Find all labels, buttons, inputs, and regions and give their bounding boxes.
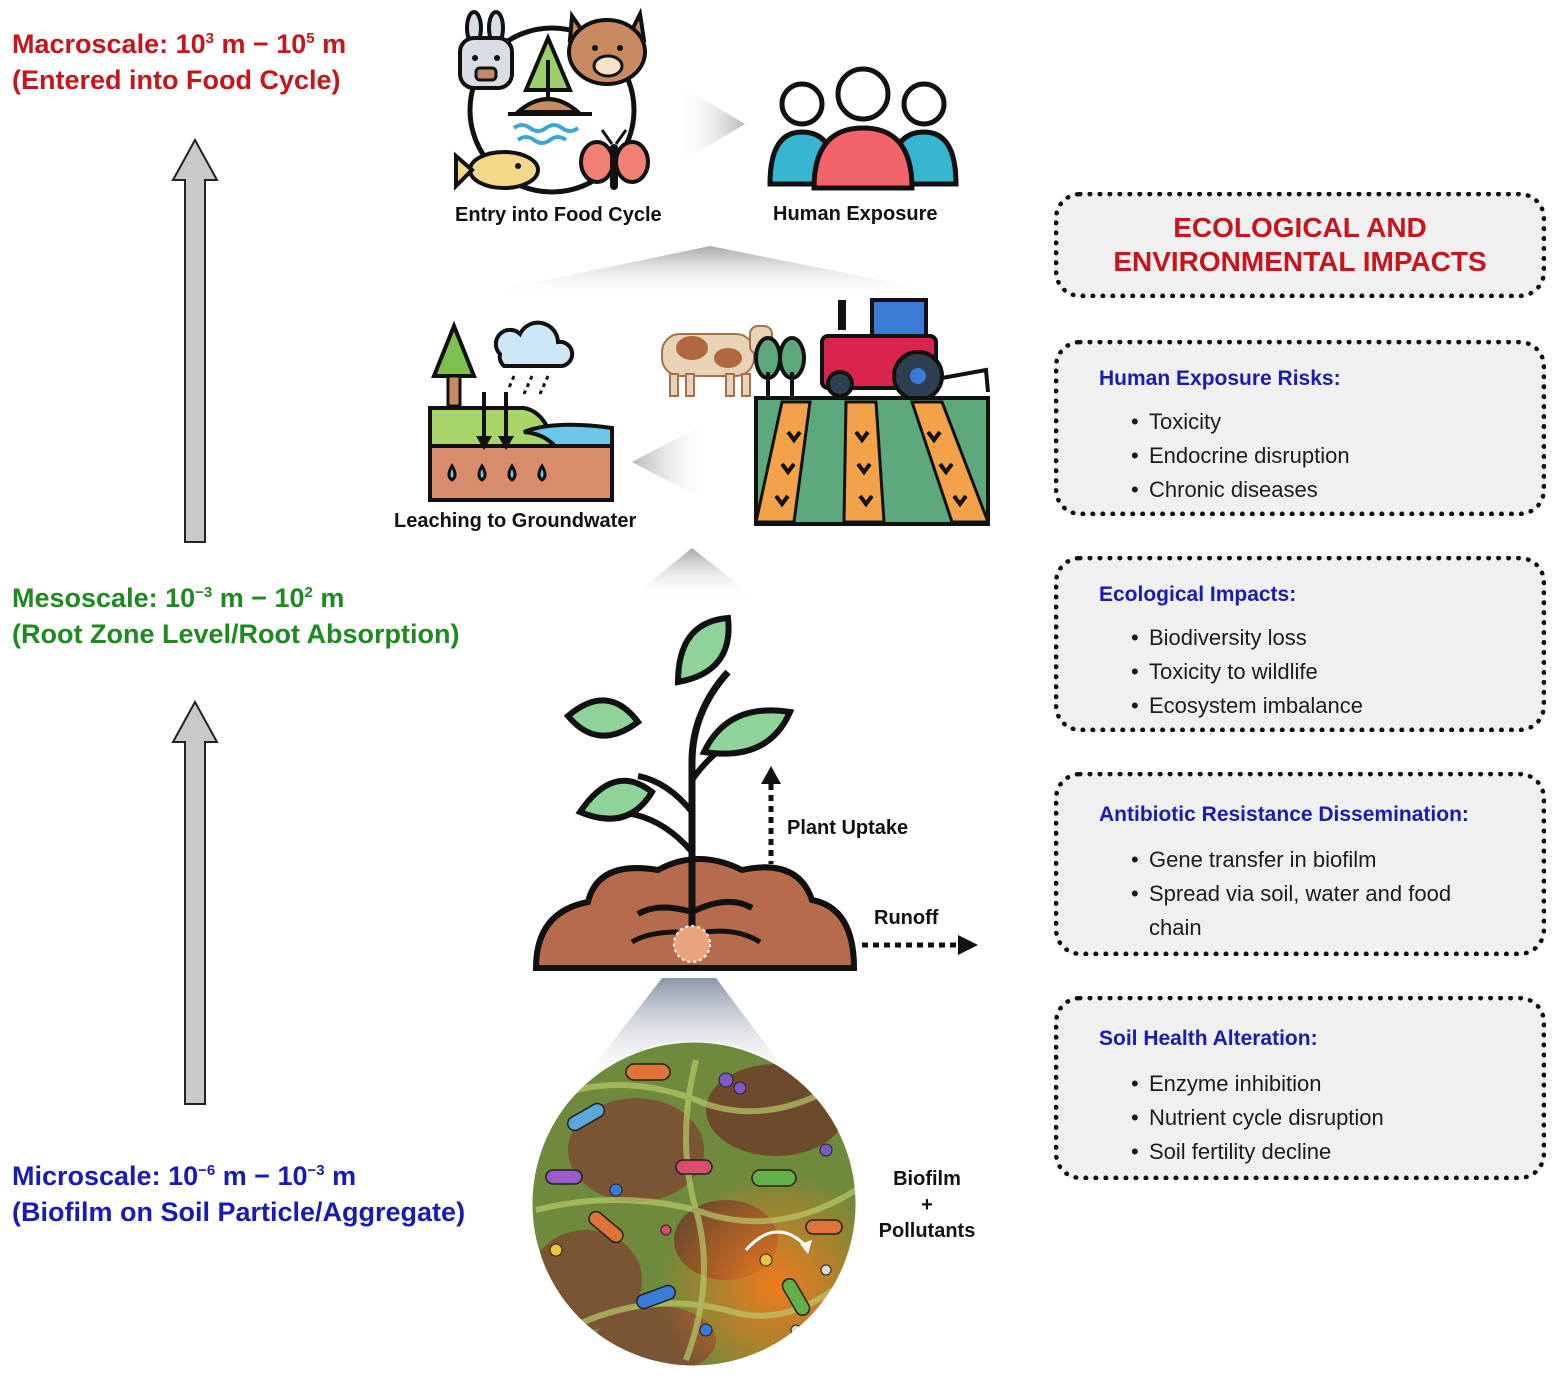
fox-icon <box>567 7 647 86</box>
mesoscale-subtitle: (Root Zone Level/Root Absorption) <box>12 619 460 649</box>
to-meso-connector <box>628 548 758 600</box>
impact-item: Endocrine disruption <box>1131 439 1541 473</box>
impact-item: Gene transfer in biofilm <box>1131 843 1541 877</box>
fish-icon <box>454 150 540 191</box>
impact-heading: Antibiotic Resistance Dissemination: <box>1099 803 1469 826</box>
impact-box-antibiotic-resistance: Antibiotic Resistance Dissemination: Gen… <box>1054 772 1546 956</box>
impact-item: Chronic diseases <box>1131 473 1541 507</box>
macroscale-label: Macroscale: 103 m − 105 m (Entered into … <box>12 26 346 98</box>
macroscale-subtitle: (Entered into Food Cycle) <box>12 65 341 95</box>
impact-item: Nutrient cycle disruption <box>1131 1101 1541 1135</box>
microscale-subtitle: (Biofilm on Soil Particle/Aggregate) <box>12 1197 466 1227</box>
human-exposure-caption: Human Exposure <box>773 203 938 225</box>
impacts-title-box: ECOLOGICAL AND ENVIRONMENTAL IMPACTS <box>1054 192 1546 298</box>
upper-scale-arrow <box>171 137 219 543</box>
impacts-title: ECOLOGICAL AND ENVIRONMENTAL IMPACTS <box>1113 212 1487 277</box>
biofilm-microscopy-image <box>531 1041 857 1367</box>
impact-item: Toxicity <box>1131 405 1541 439</box>
plant-uptake-caption: Plant Uptake <box>787 817 909 839</box>
farm-icon <box>661 298 991 526</box>
cow-icon <box>661 325 773 397</box>
leaching-caption: Leaching to Groundwater <box>394 510 637 532</box>
impact-box-ecological: Ecological Impacts: Biodiversity loss To… <box>1054 556 1546 732</box>
impact-item: Spread via soil, water and food chain <box>1131 877 1489 945</box>
microscale-label: Microscale: 10−6 m − 10−3 m (Biofilm on … <box>12 1158 465 1230</box>
impact-heading: Ecological Impacts: <box>1099 583 1297 606</box>
plant-uptake-arrow <box>761 766 781 864</box>
impact-heading: Soil Health Alteration: <box>1099 1027 1318 1050</box>
tree-icon <box>508 32 592 145</box>
runoff-caption: Runoff <box>874 907 939 929</box>
impact-item: Biodiversity loss <box>1131 621 1541 655</box>
impact-item: Ecosystem imbalance <box>1131 689 1541 723</box>
plant-icon <box>532 614 858 971</box>
lower-scale-arrow <box>171 699 219 1105</box>
human-exposure-icon <box>767 66 959 191</box>
impact-box-human-exposure: Human Exposure Risks: Toxicity Endocrine… <box>1054 340 1546 516</box>
tractor-icon <box>820 298 990 402</box>
food-cycle-caption: Entry into Food Cycle <box>455 204 662 226</box>
impact-item: Toxicity to wildlife <box>1131 655 1541 689</box>
food-cycle-icon <box>454 7 650 195</box>
to-macro-connector <box>470 246 960 296</box>
impact-heading: Human Exposure Risks: <box>1099 367 1341 390</box>
food-to-human-arrow <box>678 84 745 164</box>
rabbit-icon <box>458 10 514 90</box>
leaching-icon <box>428 320 614 502</box>
biofilm-caption: Biofilm + Pollutants <box>878 1168 976 1242</box>
butterfly-icon <box>579 129 650 190</box>
farm-to-leach-arrow <box>632 420 712 504</box>
impact-box-soil-health: Soil Health Alteration: Enzyme inhibitio… <box>1054 996 1546 1180</box>
impact-item: Enzyme inhibition <box>1131 1067 1541 1101</box>
mesoscale-label: Mesoscale: 10−3 m − 102 m (Root Zone Lev… <box>12 580 459 652</box>
impact-item: Soil fertility decline <box>1131 1135 1541 1169</box>
runoff-arrow <box>862 935 978 955</box>
